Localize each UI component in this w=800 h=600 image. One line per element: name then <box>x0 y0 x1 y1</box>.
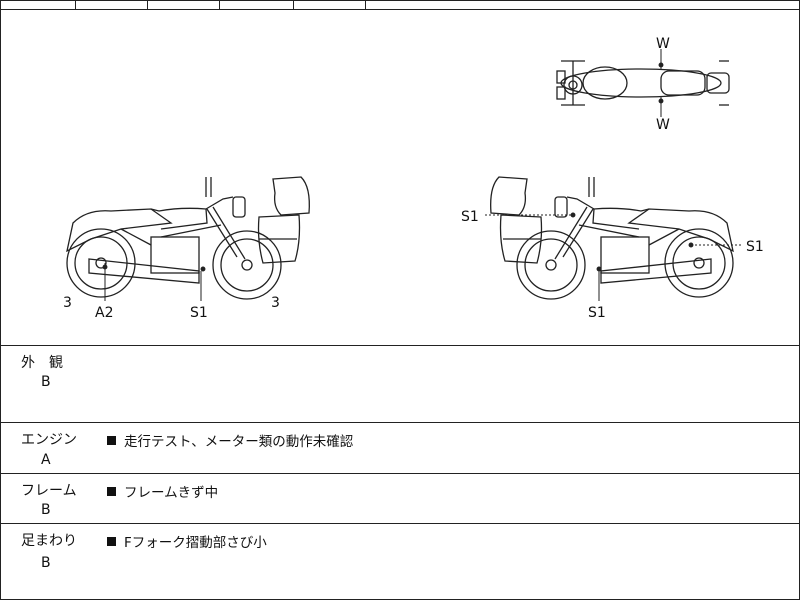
mark-w-top: W <box>656 36 670 52</box>
mark-3-left-front: 3 <box>271 295 280 311</box>
header-cell <box>219 1 294 9</box>
note-text-frame: フレームきず中 <box>124 485 219 501</box>
motorcycle-damage-diagram: カ W W <box>1 0 799 345</box>
section-grade-exterior: B <box>41 374 51 390</box>
square-bullet-icon <box>107 436 116 445</box>
header-cell <box>293 1 366 9</box>
header-cells-strip <box>1 1 799 10</box>
header-cell <box>147 1 220 9</box>
mark-a2-left: A2 <box>95 305 113 321</box>
section-note-suspension: Fフォーク摺動部さび小 <box>107 531 267 551</box>
section-note-frame: フレームきず中 <box>107 481 218 501</box>
header-cell <box>75 1 148 9</box>
section-grade-engine: A <box>41 452 51 468</box>
section-divider <box>1 345 799 346</box>
square-bullet-icon <box>107 537 116 546</box>
mark-w-bottom: W <box>656 117 670 133</box>
left-side-view-motorcycle <box>66 176 310 301</box>
diagram-svg: カ W W <box>63 0 764 321</box>
top-view-motorcycle <box>556 49 730 117</box>
square-bullet-icon <box>107 487 116 496</box>
note-text-suspension: Fフォーク摺動部さび小 <box>124 535 267 551</box>
mark-s1-right-lower: S1 <box>588 305 606 321</box>
right-side-view-motorcycle <box>485 176 743 301</box>
note-text-engine: 走行テスト、メーター類の動作未確認 <box>124 434 354 450</box>
section-divider <box>1 422 799 423</box>
mark-s1-right-rear: S1 <box>746 239 764 255</box>
section-label-exterior: 外 観 <box>21 355 63 371</box>
section-label-frame: フレーム <box>21 483 77 499</box>
section-note-engine: 走行テスト、メーター類の動作未確認 <box>107 430 353 450</box>
mark-3-left-rear: 3 <box>63 295 72 311</box>
section-divider <box>1 473 799 474</box>
mark-s1-left: S1 <box>190 305 208 321</box>
section-grade-suspension: B <box>41 555 51 571</box>
section-divider <box>1 523 799 524</box>
section-grade-frame: B <box>41 502 51 518</box>
mark-s1-right-upper: S1 <box>461 209 479 225</box>
section-label-suspension: 足まわり <box>21 533 77 549</box>
header-cell <box>365 1 378 9</box>
section-label-engine: エンジン <box>21 432 77 448</box>
